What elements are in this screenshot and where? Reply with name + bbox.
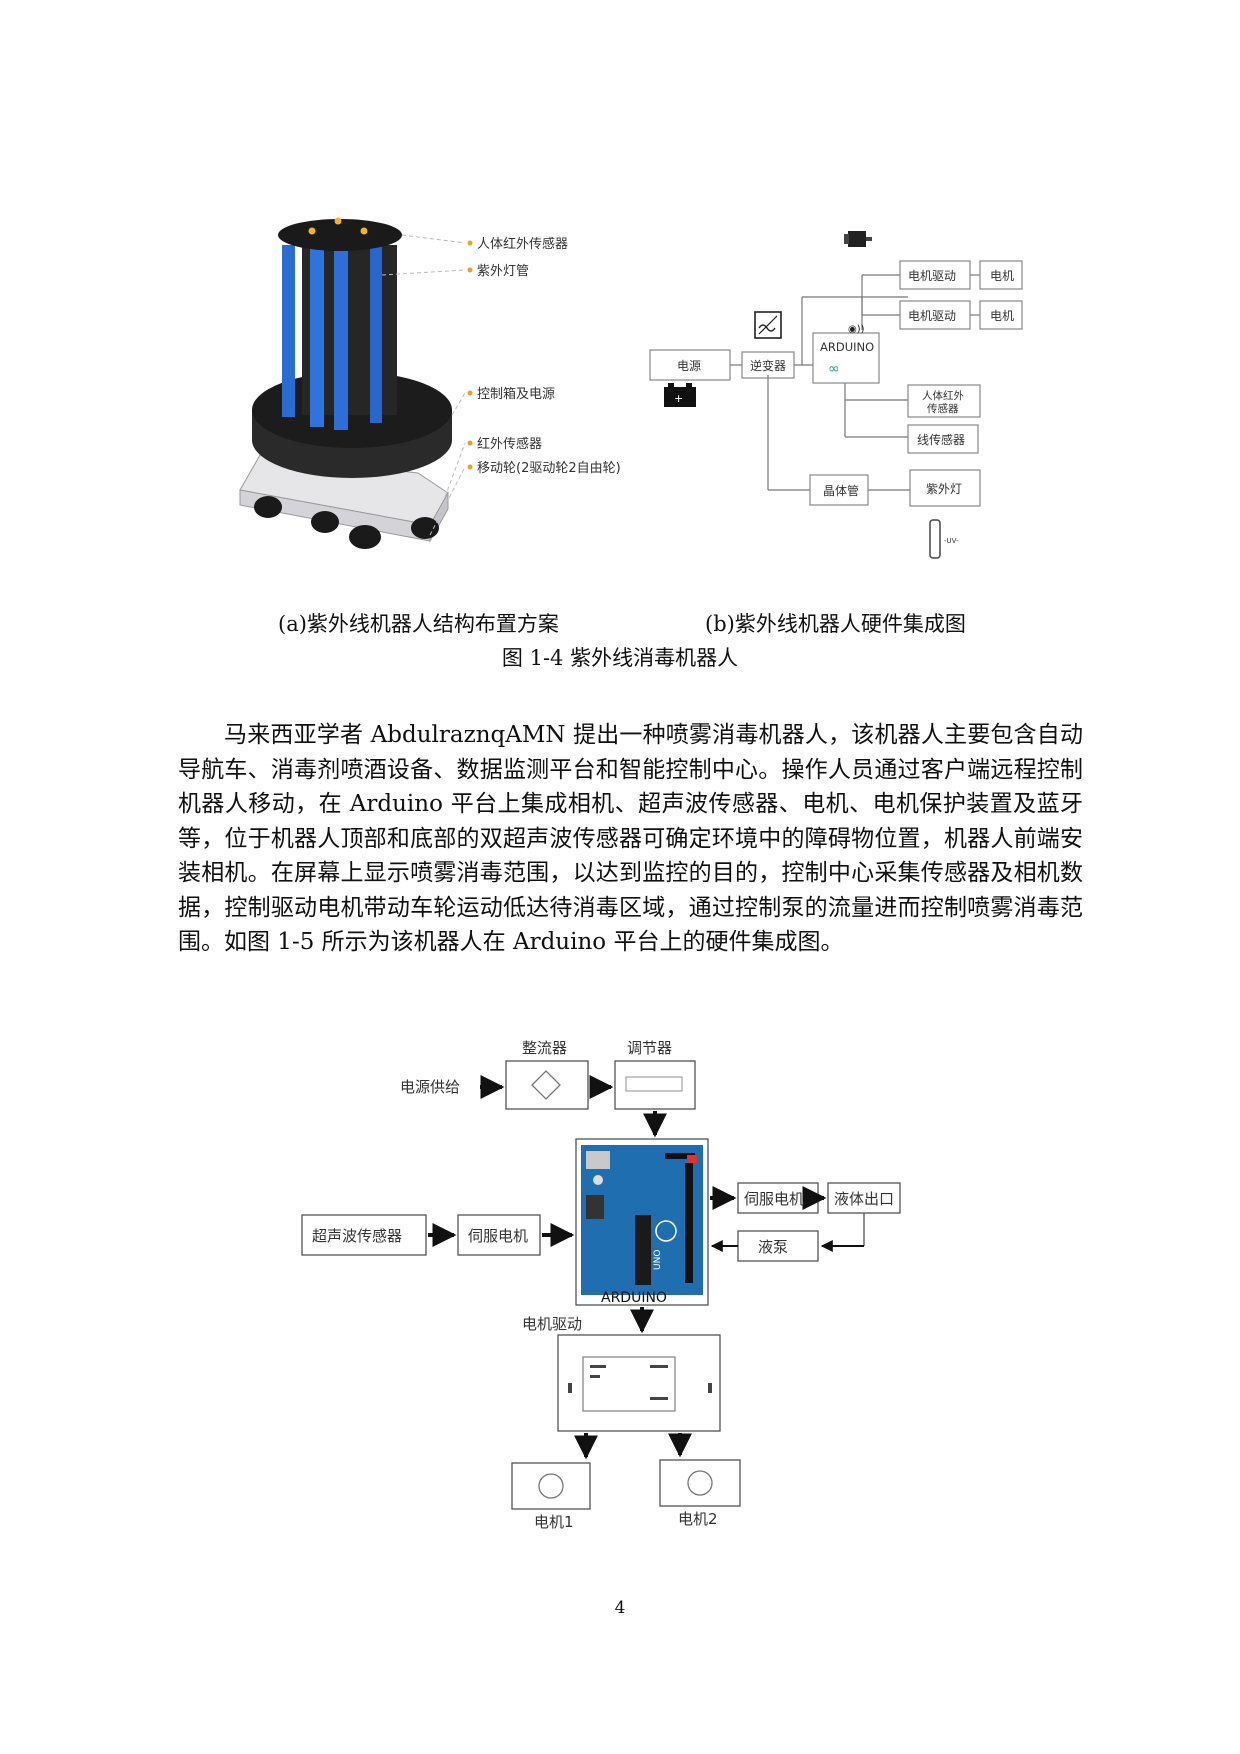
- hw-pir-sensor-1: 人体红外: [922, 389, 964, 402]
- svg-text:+: +: [674, 392, 683, 405]
- motor-icon: [844, 231, 872, 247]
- hw-uv-lamp: 紫外灯: [926, 482, 962, 496]
- label-regulator: 调节器: [627, 1039, 672, 1057]
- label-servo-motor-left: 伺服电机: [468, 1227, 528, 1245]
- label-servo-motor-right: 伺服电机: [744, 1190, 804, 1208]
- figure-1-4-title: 图 1-4 紫外线消毒机器人: [501, 646, 739, 670]
- label-ir-sensor: 红外传感器: [477, 436, 542, 452]
- page-number: 4: [614, 1598, 626, 1618]
- label-motor-driver: 电机驱动: [522, 1315, 582, 1333]
- body-paragraph: 马来西亚学者 AbdulraznqAMN 提出一种喷雾消毒机器人，该机器人主要包…: [178, 722, 1083, 955]
- hw-inverter: 逆变器: [750, 358, 786, 373]
- label-control-box: 控制箱及电源: [477, 386, 555, 402]
- hw-pir-sensor-2: 传感器: [927, 402, 959, 415]
- hw-power: 电源: [677, 359, 701, 373]
- label-power-supply: 电源供给: [400, 1078, 460, 1096]
- caption-figure-1-4b: (b)紫外线机器人硬件集成图: [705, 612, 966, 636]
- figure-1-5-arduino-hardware: UNO 整流器 调节器 电源供给 伺服电机 液体出口 液泵 超声波传感器 伺服电…: [301, 1039, 901, 1530]
- label-arduino: ARDUINO: [601, 1290, 667, 1306]
- label-motor-1: 电机1: [534, 1513, 574, 1530]
- label-wheels: 移动轮(2驱动轮2自由轮): [477, 461, 621, 476]
- hw-transistor: 晶体管: [823, 483, 859, 498]
- hw-line-sensor: 线传感器: [917, 432, 965, 447]
- arduino-uno-mark: UNO: [653, 1250, 663, 1270]
- arduino-board-illustration: UNO: [581, 1145, 703, 1295]
- hw-motor-driver-1: 电机驱动: [908, 269, 956, 283]
- label-ultrasonic-sensor: 超声波传感器: [312, 1227, 402, 1245]
- figure-1-4b-hardware: + ◉)) ∞ 电机驱动 电机 电机驱动 电机 电源 逆变器 ARDUINO 人…: [649, 231, 1023, 559]
- label-uv-tube: 紫外灯管: [477, 264, 529, 279]
- caption-figure-1-4a: (a)紫外线机器人结构布置方案: [278, 612, 559, 636]
- battery-icon: +: [664, 383, 696, 407]
- hw-uv-mark: -UV-: [944, 537, 959, 545]
- hw-motor-2: 电机: [990, 309, 1014, 323]
- arduino-logo-icon: ∞: [828, 361, 840, 377]
- label-pir-sensor: 人体红外传感器: [477, 236, 568, 252]
- hw-motor-driver-2: 电机驱动: [908, 309, 956, 323]
- hw-motor-1: 电机: [990, 269, 1014, 283]
- sensor-icon: ◉)): [848, 324, 865, 335]
- label-liquid-pump: 液泵: [758, 1238, 788, 1256]
- label-liquid-outlet: 液体出口: [834, 1190, 894, 1208]
- figure-1-4a-structure: 人体红外传感器 紫外灯管 控制箱及电源 红外传感器 移动轮(2驱动轮2自由轮): [239, 217, 621, 549]
- label-rectifier: 整流器: [522, 1039, 567, 1057]
- label-motor-2: 电机2: [678, 1510, 718, 1528]
- hw-arduino: ARDUINO: [820, 340, 874, 354]
